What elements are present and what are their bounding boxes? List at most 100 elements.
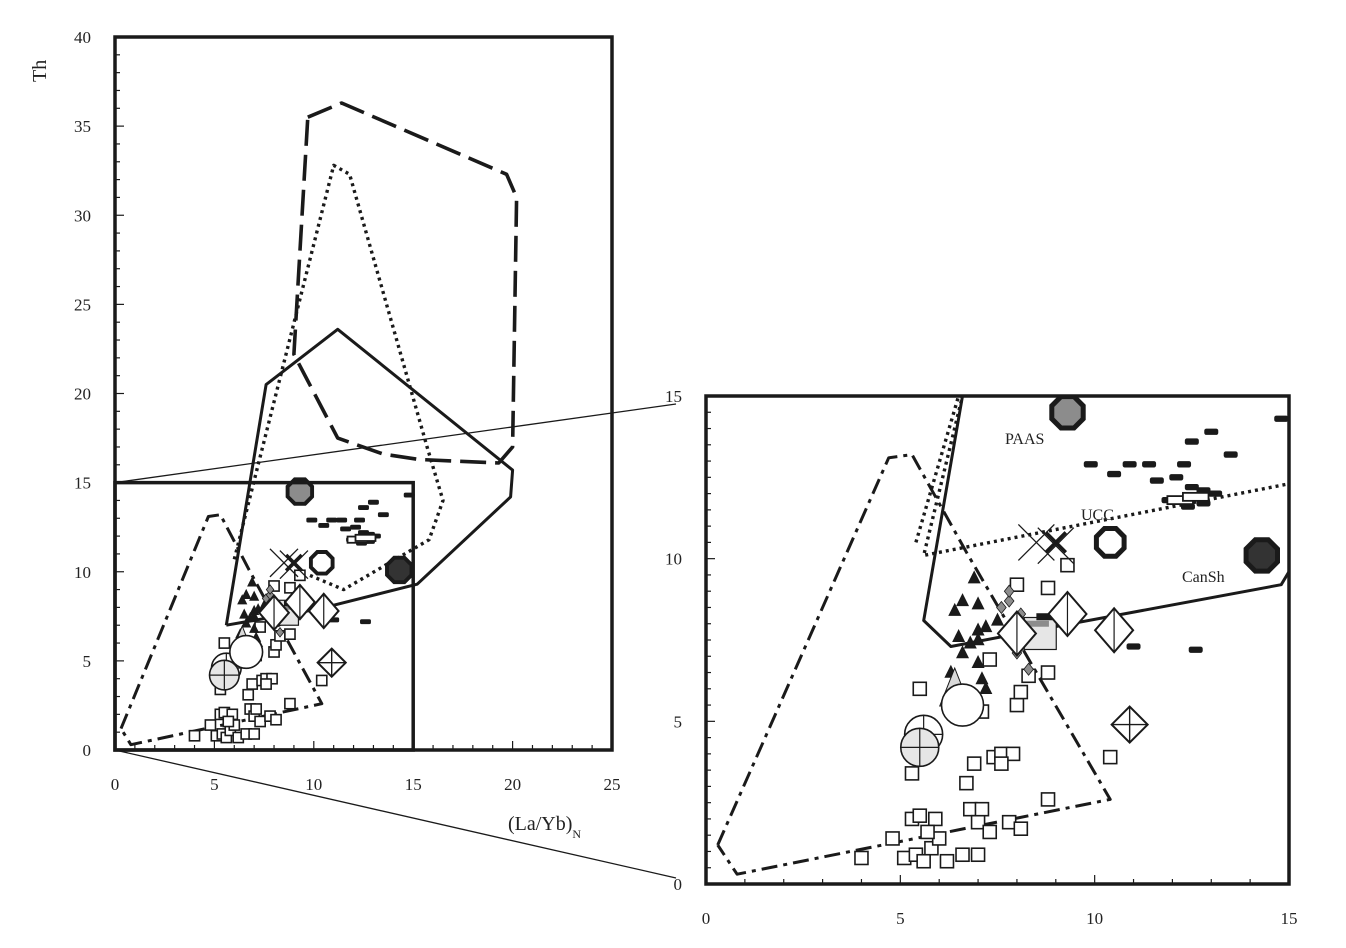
filled-dash-point — [1188, 646, 1203, 653]
filled-triangle-point — [237, 594, 248, 605]
filled-triangle-point — [979, 681, 993, 694]
filled-triangle-point — [971, 622, 985, 636]
open-square-point — [1005, 746, 1021, 762]
open-square-point — [1013, 684, 1029, 700]
y-tick-label: 30 — [74, 206, 91, 225]
x-tick-label: 10 — [305, 775, 322, 794]
open-square-point — [248, 728, 261, 740]
y-tick-label: 0 — [674, 875, 683, 894]
open-square-point — [982, 824, 998, 840]
cansh-label: CanSh — [1182, 569, 1225, 586]
y-tick-label: 10 — [74, 563, 91, 582]
filled-dash-point — [1204, 428, 1219, 435]
y-tick-label: 35 — [74, 117, 91, 136]
filled-x-symbol — [284, 553, 303, 572]
x-tick-label: 0 — [702, 909, 711, 928]
x-axis-label: (La/Yb)N — [508, 813, 581, 841]
grey-bar-symbol — [1016, 620, 1049, 627]
open-square-point — [959, 775, 974, 791]
open-x-symbol — [1017, 523, 1055, 561]
filled-triangle-point — [956, 593, 970, 607]
filled-dash-point — [1274, 415, 1289, 422]
filled-dash-point — [360, 619, 371, 625]
open-square-point — [284, 581, 296, 594]
x-tick-label: 15 — [1281, 909, 1298, 928]
filled-dash-point — [340, 526, 352, 532]
open-x-symbol — [1037, 527, 1075, 565]
open-square-point — [955, 847, 970, 863]
filled-dash-point — [326, 517, 338, 523]
open-square-point — [1102, 749, 1118, 765]
open-square-point — [994, 756, 1009, 771]
filled-triangle-point — [975, 671, 989, 685]
open-square-point — [246, 678, 259, 690]
filled-dash-point — [1196, 487, 1211, 494]
filled-dash-point — [1083, 461, 1098, 468]
open-square-point — [260, 678, 272, 690]
filled-dash-point — [306, 517, 318, 523]
open-square-point — [254, 715, 266, 728]
paas-label: PAAS — [1005, 431, 1044, 448]
x-tick-label: 0 — [111, 775, 120, 794]
open-dash-point — [354, 533, 377, 542]
open-circle-symbol — [940, 683, 985, 727]
y-tick-label: 15 — [74, 474, 91, 493]
open-square-point — [1009, 577, 1025, 592]
filled-triangle-point — [979, 619, 993, 633]
filled-dash-point — [358, 505, 369, 511]
y-tick-label: 10 — [665, 550, 682, 569]
ucc-label: UCC — [1081, 507, 1114, 524]
filled-triangle-point — [956, 645, 970, 659]
filled-dash-point — [1142, 461, 1157, 468]
filled-dash-point — [1126, 643, 1141, 650]
open-square-point — [218, 637, 231, 649]
filled-dash-point — [1107, 470, 1122, 478]
open-square-point — [270, 713, 282, 726]
filled-triangle-point — [241, 588, 252, 599]
filled-triangle-point — [967, 570, 981, 584]
open-square-point — [982, 652, 998, 667]
open-square-point — [939, 853, 955, 869]
filled-triangle-point — [991, 612, 1004, 626]
filled-dash-point — [1177, 461, 1192, 468]
y-tick-label: 15 — [665, 387, 682, 406]
x-tick-label: 20 — [504, 775, 521, 794]
x-tick-label: 5 — [896, 909, 905, 928]
open-square-point — [916, 853, 931, 869]
open-dash-point — [1182, 491, 1210, 502]
open-square-point — [1040, 792, 1056, 807]
filled-x-symbol — [1044, 531, 1068, 554]
open-square-point — [1040, 580, 1056, 596]
grey-diamond-point — [1023, 662, 1034, 676]
cansh-symbol — [385, 555, 414, 585]
open-square-point — [912, 808, 928, 823]
open-square-point — [1060, 557, 1075, 573]
field-dotted-upper — [232, 163, 445, 592]
ucc-symbol — [308, 550, 335, 576]
filled-dash-point — [1223, 451, 1238, 458]
filled-dash-point — [1180, 503, 1195, 510]
open-square-point — [204, 719, 217, 731]
filled-dash-point — [1184, 483, 1199, 491]
open-square-point — [1009, 697, 1025, 713]
open-x-symbol — [269, 548, 299, 578]
filled-triangle-point — [247, 576, 258, 587]
field-dash-dot — [716, 453, 1112, 876]
open-square-point — [966, 756, 982, 771]
grey-bar-symbol — [274, 605, 299, 610]
open-square-point — [250, 703, 263, 715]
cansh-symbol — [1243, 537, 1280, 574]
open-square-point — [912, 681, 928, 697]
grey-diamond-point — [265, 584, 275, 595]
filled-triangle-point — [249, 590, 260, 601]
filled-dash-point — [1122, 461, 1137, 468]
y-tick-label: 0 — [83, 741, 92, 760]
filled-triangle-point — [971, 654, 985, 668]
grey-diamond-point — [275, 627, 285, 638]
open-square-point — [885, 831, 900, 846]
zoom-connector-bottom — [114, 749, 677, 879]
